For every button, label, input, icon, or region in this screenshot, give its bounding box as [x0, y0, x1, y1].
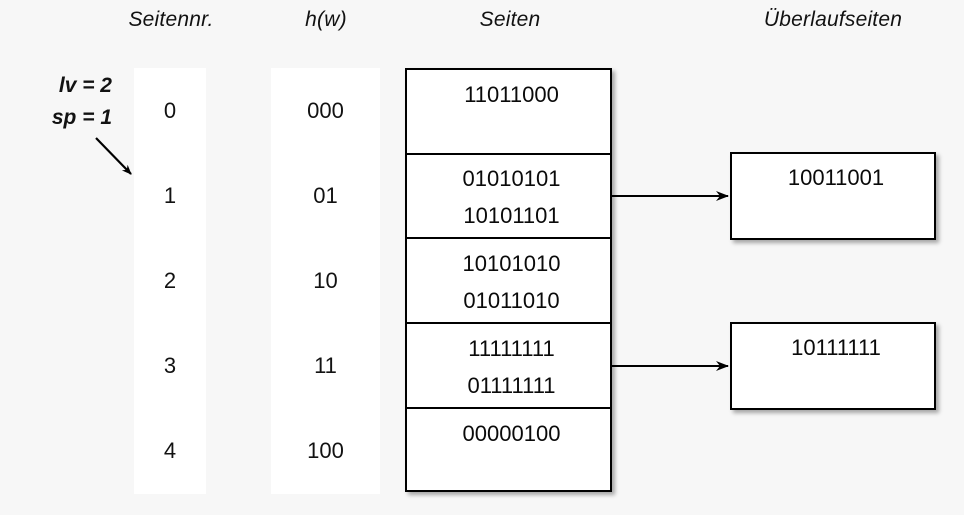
seitennr-cell: 2 — [163, 267, 177, 293]
column-hash-value: 000 01 10 11 100 — [271, 68, 380, 494]
overflow-entry: 10111111 — [791, 335, 881, 360]
overflow-entry: 10011001 — [787, 165, 885, 190]
overflow-chain-arrow-icon — [610, 191, 729, 201]
seiten-page-row: 01010101 10101101 — [407, 154, 610, 239]
overflow-page-box: 10111111 — [730, 322, 936, 410]
column-seitennr: 0 1 2 3 4 — [134, 68, 206, 494]
column-header-ueberlaufseiten: Überlaufseiten — [763, 8, 903, 31]
hash-value-cell: 11 — [314, 352, 337, 378]
hash-value-cell: 10 — [313, 267, 338, 293]
column-header-seitennr: Seitennr. — [128, 8, 214, 31]
hash-value-cell: 000 — [307, 97, 344, 123]
hash-parameters: lv = 2 sp = 1 — [10, 70, 120, 134]
seiten-entry: 01011010 — [463, 288, 560, 313]
seitennr-cell: 4 — [163, 437, 177, 463]
column-header-seiten: Seiten — [479, 8, 541, 31]
seiten-entry: 01111111 — [467, 373, 556, 398]
overflow-chain-arrow-icon — [610, 361, 729, 371]
hash-value-cell: 01 — [313, 182, 338, 208]
parameter-lv: lv = 2 — [58, 74, 112, 97]
seiten-entry: 01010101 — [462, 166, 561, 191]
seiten-entry: 11111111 — [468, 336, 555, 361]
seitennr-cell: 3 — [163, 352, 177, 378]
column-header-hw: h(w) — [305, 8, 347, 31]
seiten-entry: 11011000 — [464, 82, 559, 107]
overflow-page-box: 10011001 — [730, 152, 936, 240]
parameter-sp: sp = 1 — [51, 106, 112, 129]
seiten-entry: 10101101 — [463, 203, 560, 228]
seiten-bucket-table: 11011000 01010101 10101101 10101010 0101… — [405, 68, 612, 492]
seitennr-cell: 1 — [163, 182, 177, 208]
seiten-page-row: 00000100 — [407, 409, 610, 492]
hash-value-cell: 100 — [307, 437, 344, 463]
seiten-entry: 10101010 — [462, 251, 561, 276]
seiten-page-row: 11111111 01111111 — [407, 324, 610, 409]
seitennr-cell: 0 — [163, 97, 177, 123]
seiten-entry: 00000100 — [462, 421, 561, 446]
seiten-page-row: 10101010 01011010 — [407, 239, 610, 324]
seiten-page-row: 11011000 — [407, 70, 610, 155]
